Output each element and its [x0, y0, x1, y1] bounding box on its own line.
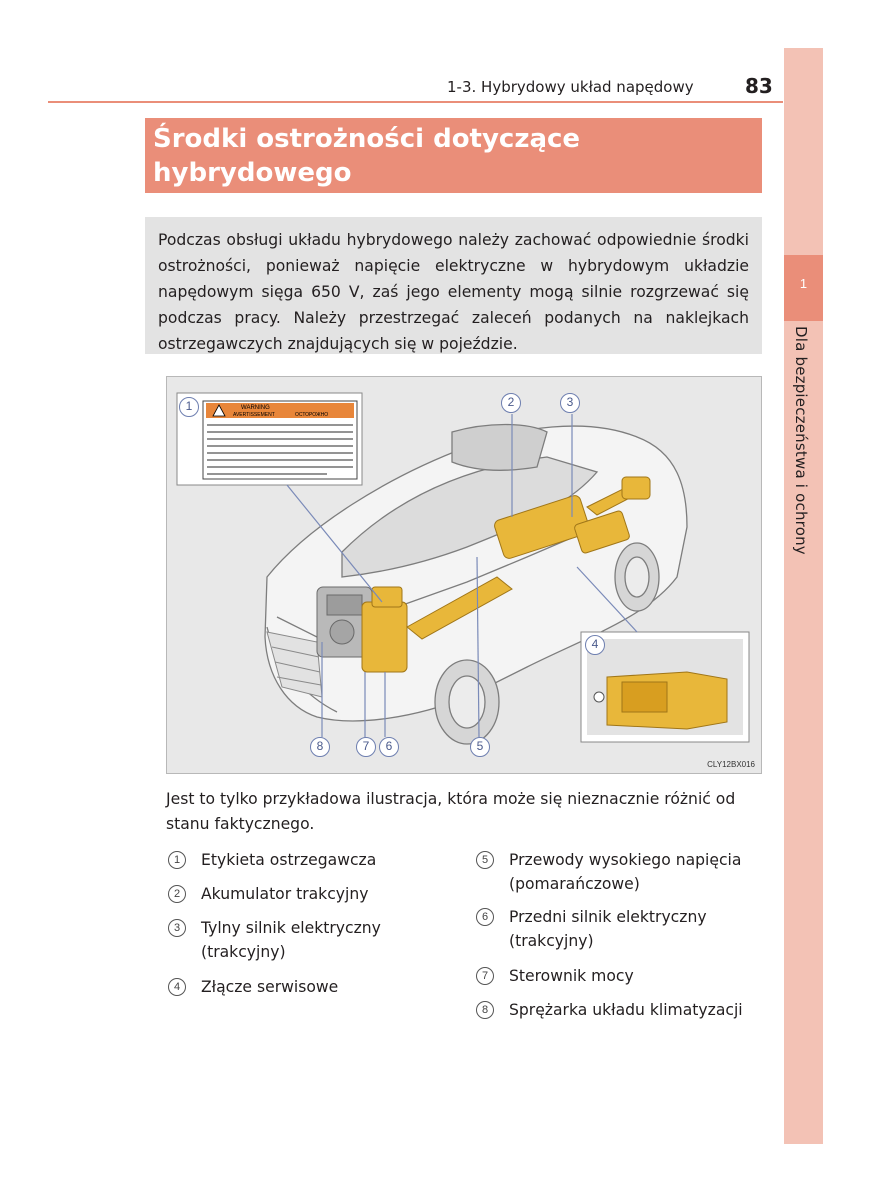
page-number: 83	[745, 74, 773, 98]
legend-item-4: 4 Złącze serwisowe	[168, 975, 338, 999]
legend-text-1: Etykieta ostrzegawcza	[201, 851, 377, 869]
chapter-title: Dla bezpieczeństwa i ochrony	[792, 326, 810, 555]
callout-2: 2	[501, 393, 521, 413]
intro-box: Podczas obsługi układu hybrydowego należ…	[145, 217, 762, 354]
warning-label-inset	[176, 392, 363, 486]
vehicle-illustration: 1 2 3 4 5 6 7 8 CLY12BX016 WARNING AVERT…	[166, 376, 762, 774]
callout-1: 1	[179, 397, 199, 417]
legend-num-3: 3	[168, 919, 186, 937]
legend-item-6: 6 Przedni silnik elektryczny (trakcyjny)	[476, 905, 764, 953]
legend-item-8: 8 Sprężarka układu klimatyzacji	[476, 998, 743, 1022]
callout-6: 6	[379, 737, 399, 757]
callout-5: 5	[470, 737, 490, 757]
legend-num-6: 6	[476, 908, 494, 926]
warning-label-text: WARNING	[241, 405, 270, 411]
legend-text-5: Przewody wysokiego napięcia (pomarańczow…	[509, 851, 742, 893]
running-head: 1-3. Hybrydowy układ napędowy	[447, 78, 694, 96]
header-rule	[48, 101, 783, 103]
legend-item-1: 1 Etykieta ostrzegawcza	[168, 848, 376, 872]
legend-num-1: 1	[168, 851, 186, 869]
warning-label-text-fr: AVERTISSEMENT	[233, 412, 275, 418]
chapter-side-tab	[784, 48, 823, 1144]
vehicle-drawing	[176, 392, 750, 745]
warning-label-text-ru: ОСТОРОЖНО	[295, 412, 329, 418]
chapter-tab-marker	[784, 255, 823, 321]
legend-num-2: 2	[168, 885, 186, 903]
legend-text-4: Złącze serwisowe	[201, 978, 339, 996]
legend-item-5: 5 Przewody wysokiego napięcia (pomarańcz…	[476, 848, 764, 896]
callout-8: 8	[310, 737, 330, 757]
legend-text-2: Akumulator trakcyjny	[201, 885, 369, 903]
legend-num-5: 5	[476, 851, 494, 869]
figure-code: CLY12BX016	[707, 760, 755, 769]
legend-text-6: Przedni silnik elektryczny (trakcyjny)	[509, 908, 707, 950]
legend-num-7: 7	[476, 967, 494, 985]
service-plug-inset	[580, 631, 750, 743]
legend-num-4: 4	[168, 978, 186, 996]
legend-text-7: Sterownik mocy	[509, 967, 634, 985]
callout-7: 7	[356, 737, 376, 757]
figure-caption: Jest to tylko przykładowa ilustracja, kt…	[166, 790, 736, 833]
legend-item-3: 3 Tylny silnik elektryczny (trakcyjny)	[168, 916, 411, 964]
section-title-line-1: Środki ostrożności dotyczące hybrydowego	[153, 124, 581, 188]
chapter-number: 1	[799, 276, 808, 291]
callout-3: 3	[560, 393, 580, 413]
section-title: Środki ostrożności dotyczące hybrydowego…	[145, 118, 762, 222]
callout-4: 4	[585, 635, 605, 655]
legend-text-3: Tylny silnik elektryczny (trakcyjny)	[201, 919, 381, 961]
legend-text-8: Sprężarka układu klimatyzacji	[509, 1001, 743, 1019]
legend-item-2: 2 Akumulator trakcyjny	[168, 882, 368, 906]
legend-item-7: 7 Sterownik mocy	[476, 964, 634, 988]
legend-num-8: 8	[476, 1001, 494, 1019]
